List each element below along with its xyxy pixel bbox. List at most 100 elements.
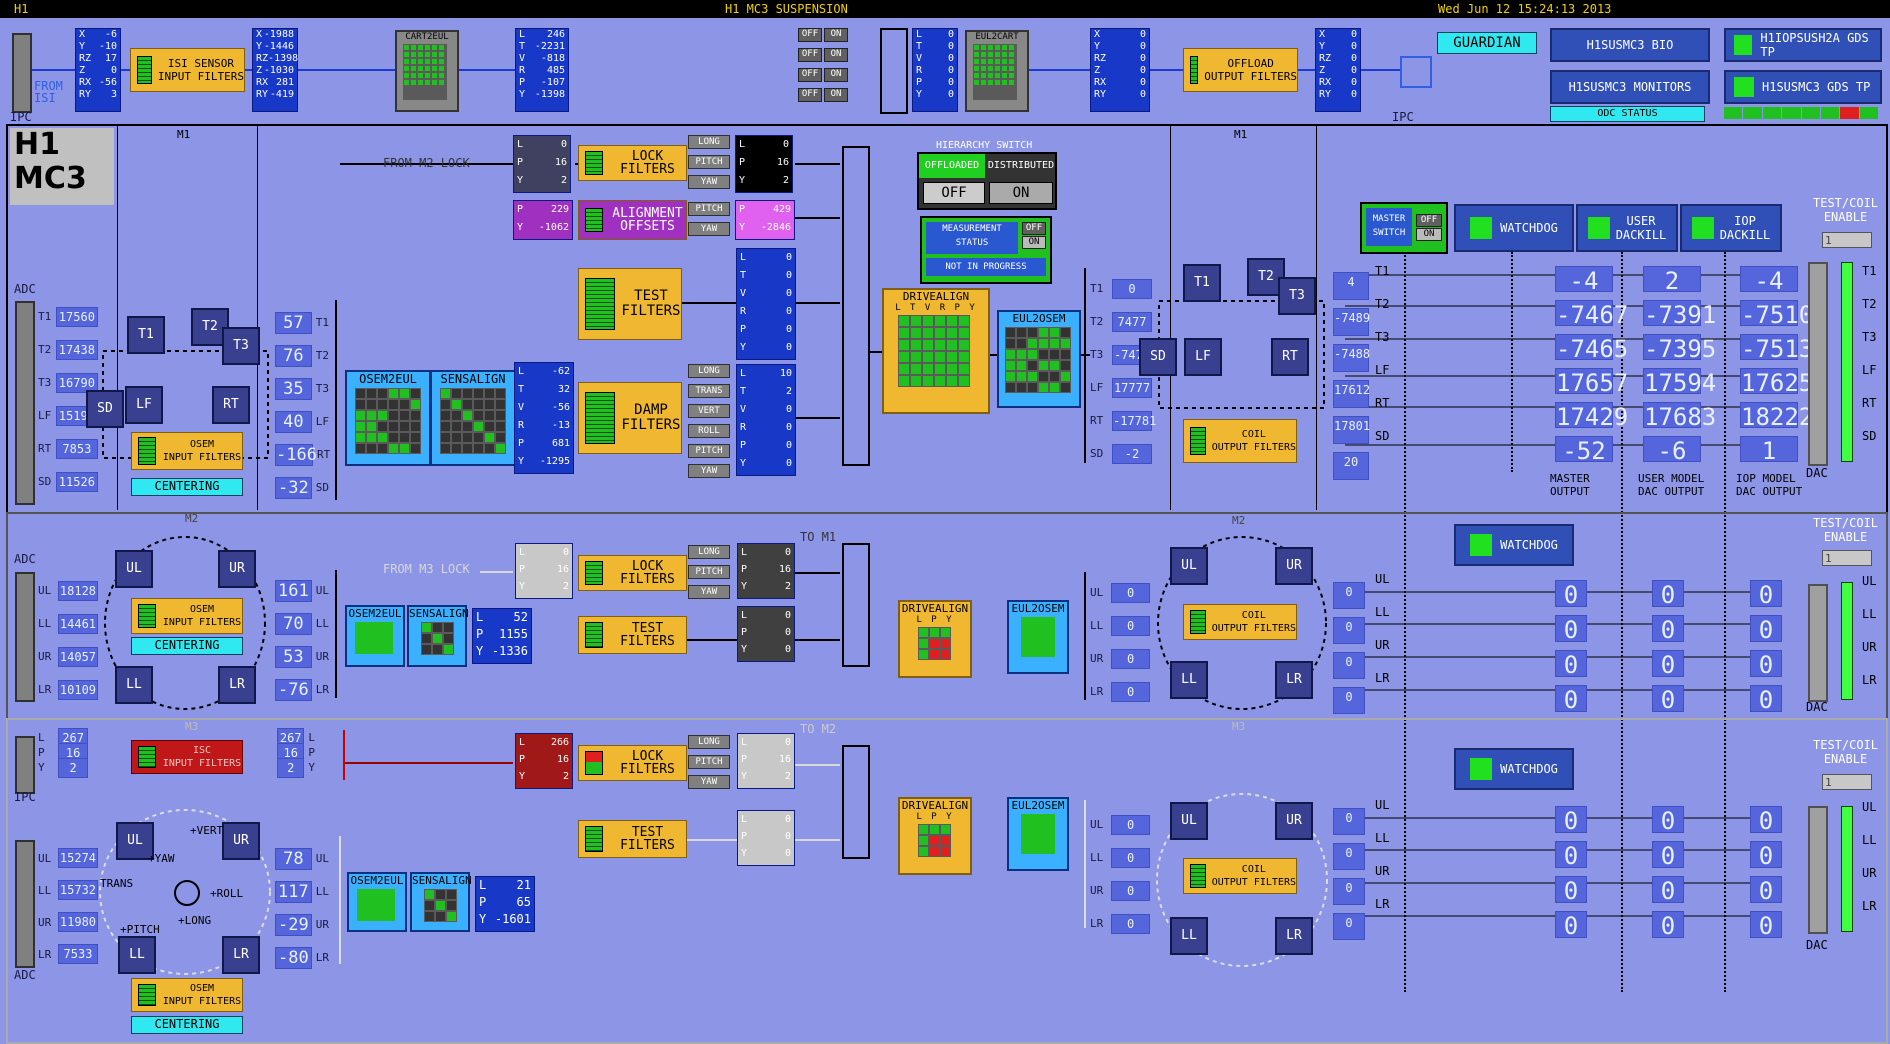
offload-on-button[interactable]: ON bbox=[989, 182, 1053, 204]
offload-off-button[interactable]: OFF bbox=[923, 182, 985, 204]
on-toggle[interactable]: ON bbox=[824, 88, 848, 102]
m1-osem-input-filters[interactable]: OSEM INPUT FILTERS bbox=[131, 432, 243, 470]
osem-lr[interactable]: LR bbox=[1275, 661, 1313, 699]
filter-tag[interactable]: LONG bbox=[688, 364, 730, 378]
osem-ll[interactable]: LL bbox=[1170, 917, 1208, 955]
osem-sd[interactable]: SD bbox=[1139, 338, 1177, 376]
osem-ul[interactable]: UL bbox=[116, 822, 154, 860]
filter-tag[interactable]: LONG bbox=[688, 545, 730, 559]
offload-output-filters[interactable]: OFFLOAD OUTPUT FILTERS bbox=[1183, 48, 1298, 92]
m1-osem2eul-matrix[interactable]: OSEM2EUL bbox=[345, 370, 431, 466]
m3-test-filters[interactable]: TEST FILTERS bbox=[578, 820, 687, 858]
m2-lock-filters[interactable]: LOCK FILTERS bbox=[578, 555, 687, 591]
osem-ur[interactable]: UR bbox=[1275, 802, 1313, 840]
m1-test-filters[interactable]: TEST FILTERS bbox=[578, 268, 682, 340]
master-switch[interactable]: MASTER SWITCH OFF ON bbox=[1360, 202, 1448, 254]
bio-button[interactable]: H1SUSMC3 BIO bbox=[1550, 28, 1710, 62]
osem-ur[interactable]: UR bbox=[1275, 547, 1313, 585]
off-toggle[interactable]: OFF bbox=[798, 48, 822, 62]
m1-watchdog-button[interactable]: WATCHDOG bbox=[1454, 204, 1574, 252]
m2-drivealign-matrix[interactable]: DRIVEALIGN L P Y bbox=[898, 600, 972, 678]
filter-tag[interactable]: VERT bbox=[688, 404, 730, 418]
m3-sensalign-matrix[interactable]: SENSALIGN bbox=[410, 872, 472, 932]
off-toggle[interactable]: OFF bbox=[798, 28, 822, 42]
filter-tag[interactable]: YAW bbox=[688, 585, 730, 599]
m2-adc-block[interactable] bbox=[15, 572, 35, 702]
osem-t1[interactable]: T1 bbox=[127, 316, 165, 354]
osem-rt[interactable]: RT bbox=[1271, 338, 1309, 376]
m1-eul2osem-matrix[interactable]: EUL2OSEM bbox=[997, 310, 1081, 408]
osem-lr[interactable]: LR bbox=[1275, 917, 1313, 955]
m1-lock-filters[interactable]: LOCK FILTERS bbox=[578, 145, 687, 181]
on-toggle[interactable]: ON bbox=[824, 28, 848, 42]
osem-t3[interactable]: T3 bbox=[222, 327, 260, 365]
osem-ur[interactable]: UR bbox=[222, 822, 260, 860]
osem-ul[interactable]: UL bbox=[1170, 547, 1208, 585]
m3-ipc-block[interactable] bbox=[15, 736, 35, 794]
off-toggle[interactable]: OFF bbox=[798, 88, 822, 102]
filter-tag[interactable]: TRANS bbox=[688, 384, 730, 398]
ipc-input-block[interactable] bbox=[12, 33, 32, 113]
m1-sensalign-matrix[interactable]: SENSALIGN bbox=[430, 370, 516, 466]
osem-rt[interactable]: RT bbox=[212, 386, 250, 424]
on-toggle[interactable]: ON bbox=[824, 68, 848, 82]
m3-coil-output-filters[interactable]: COIL OUTPUT FILTERS bbox=[1183, 858, 1297, 894]
m2-test-filters[interactable]: TEST FILTERS bbox=[578, 616, 687, 654]
monitors-button[interactable]: H1SUSMC3 MONITORS bbox=[1550, 70, 1710, 104]
m2-osem2eul-matrix[interactable]: OSEM2EUL bbox=[345, 605, 405, 667]
m3-isc-input-filters[interactable]: ISC INPUT FILTERS bbox=[131, 740, 243, 774]
filter-tag[interactable]: ROLL bbox=[688, 424, 730, 438]
filter-tag[interactable]: PITCH bbox=[688, 755, 730, 769]
isi-sensor-input-filters[interactable]: ISI SENSOR INPUT FILTERS bbox=[130, 48, 245, 92]
filter-tag[interactable]: YAW bbox=[688, 775, 730, 789]
osem-sd[interactable]: SD bbox=[86, 390, 124, 428]
m3-testcoil-input[interactable]: 1 bbox=[1822, 774, 1872, 790]
m3-eul2osem-matrix[interactable]: EUL2OSEM bbox=[1007, 797, 1069, 871]
gds-tp-iop-button[interactable]: H1IOPSUSH2A GDS TP bbox=[1724, 28, 1882, 62]
filter-tag[interactable]: YAW bbox=[688, 175, 730, 189]
filter-tag[interactable]: PITCH bbox=[688, 155, 730, 169]
gds-tp-sus-button[interactable]: H1SUSMC3 GDS TP bbox=[1724, 70, 1882, 104]
osem-ul[interactable]: UL bbox=[1170, 802, 1208, 840]
user-dackill-button[interactable]: USER DACKILL bbox=[1576, 204, 1678, 252]
m1-testcoil-input[interactable]: 1 bbox=[1822, 232, 1872, 248]
filter-tag[interactable]: YAW bbox=[688, 222, 730, 236]
filter-tag[interactable]: YAW bbox=[688, 464, 730, 478]
m3-drivealign-matrix[interactable]: DRIVEALIGN L P Y bbox=[898, 797, 972, 875]
filter-tag[interactable]: LONG bbox=[688, 135, 730, 149]
m3-adc-block[interactable] bbox=[15, 840, 35, 968]
osem-ll[interactable]: LL bbox=[1170, 661, 1208, 699]
filter-tag[interactable]: PITCH bbox=[688, 565, 730, 579]
m1-alignment-offsets[interactable]: ALIGNMENT OFFSETS bbox=[578, 200, 687, 240]
m1-adc-block[interactable] bbox=[15, 301, 35, 505]
filter-tag[interactable]: PITCH bbox=[688, 444, 730, 458]
m2-watchdog-button[interactable]: WATCHDOG bbox=[1454, 524, 1574, 566]
m2-dac-block[interactable] bbox=[1808, 584, 1828, 702]
osem-lf[interactable]: LF bbox=[125, 386, 163, 424]
osem-ll[interactable]: LL bbox=[115, 666, 153, 704]
iop-dackill-button[interactable]: IOP DACKILL bbox=[1680, 204, 1782, 252]
m3-osem2eul-matrix[interactable]: OSEM2EUL bbox=[347, 872, 407, 932]
filter-tag[interactable]: PITCH bbox=[688, 202, 730, 216]
odc-status-button[interactable]: ODC STATUS bbox=[1550, 106, 1705, 122]
ipc-output-icon[interactable] bbox=[1400, 56, 1432, 88]
on-toggle[interactable]: ON bbox=[824, 48, 848, 62]
m2-osem-input-filters[interactable]: OSEM INPUT FILTERS bbox=[131, 598, 243, 634]
m1-coil-output-filters[interactable]: COIL OUTPUT FILTERS bbox=[1183, 419, 1297, 463]
m2-centering-button[interactable]: CENTERING bbox=[131, 637, 243, 655]
m1-dac-block[interactable] bbox=[1808, 262, 1828, 466]
osem-lr[interactable]: LR bbox=[222, 936, 260, 974]
osem-lf[interactable]: LF bbox=[1184, 338, 1222, 376]
m2-sensalign-matrix[interactable]: SENSALIGN bbox=[407, 605, 469, 667]
m2-eul2osem-matrix[interactable]: EUL2OSEM bbox=[1007, 600, 1069, 674]
m1-damp-filters[interactable]: DAMP FILTERS bbox=[578, 382, 682, 454]
m3-dac-block[interactable] bbox=[1808, 806, 1828, 934]
m1-drivealign-matrix[interactable]: DRIVEALIGN L T V R P Y bbox=[882, 288, 990, 414]
m3-lock-filters[interactable]: LOCK FILTERS bbox=[578, 745, 687, 781]
filter-tag[interactable]: LONG bbox=[688, 735, 730, 749]
osem-lr[interactable]: LR bbox=[218, 666, 256, 704]
